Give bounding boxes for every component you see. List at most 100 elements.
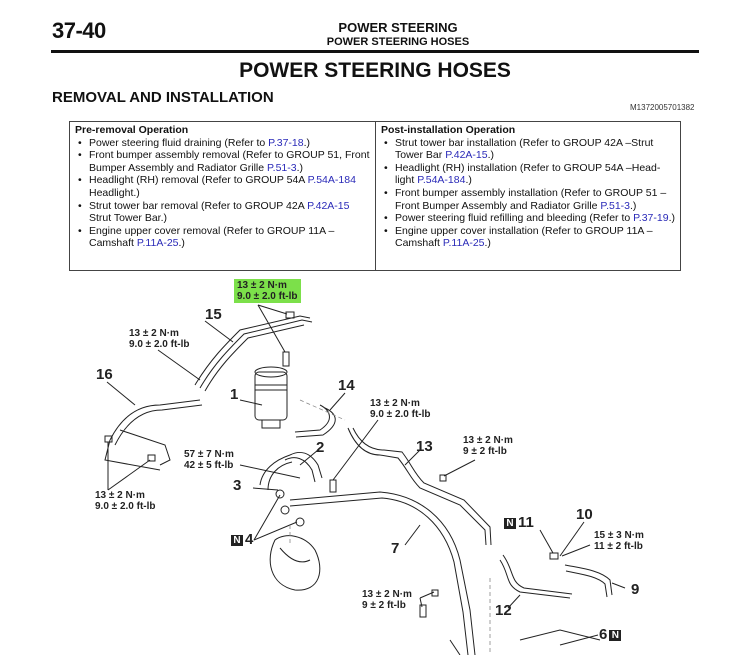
- torque-label-3: 57 ± 7 N·m 42 ± 5 ft-lb: [184, 449, 234, 471]
- torque-ftlb: 9.0 ± 2.0 ft-lb: [95, 501, 156, 512]
- page-title: POWER STEERING HOSES: [239, 59, 511, 82]
- torque-nm: 13 ± 2 N·m: [95, 490, 145, 501]
- pre-removal-item: Strut tower bar removal (Refer to GROUP …: [75, 200, 370, 225]
- torque-ftlb: 9.0 ± 2.0 ft-lb: [370, 409, 431, 420]
- torque-nm: 13 ± 2 N·m: [463, 435, 513, 446]
- page-reference-link[interactable]: P.42A-15: [445, 149, 488, 162]
- torque-label-highlighted: 13 ± 2 N·m 9.0 ± 2.0 ft-lb: [234, 279, 301, 303]
- post-installation-column: Post-installation Operation Strut tower …: [375, 122, 680, 270]
- item-text: Power steering fluid refilling and bleed…: [395, 212, 634, 225]
- page-reference-link[interactable]: P.11A-25: [136, 237, 179, 250]
- hose-12: [499, 559, 571, 599]
- part-number-1: 1: [230, 386, 239, 403]
- new-part-badge: N: [609, 630, 622, 641]
- torque-ftlb: 9 ± 2 ft-lb: [463, 446, 507, 457]
- part-number-text: 11: [518, 514, 534, 531]
- torque-ftlb: 9 ± 2 ft-lb: [362, 600, 406, 611]
- item-text-after: .): [484, 237, 491, 250]
- item-text: Strut tower bar installation (Refer to G…: [395, 136, 654, 162]
- torque-nm: 13 ± 2 N·m: [129, 328, 179, 339]
- page-reference-link[interactable]: P.51-3: [600, 199, 631, 212]
- section-subtitle: REMOVAL AND INSTALLATION: [52, 89, 274, 106]
- new-part-badge: N: [504, 518, 516, 529]
- torque-ftlb: 9.0 ± 2.0 ft-lb: [237, 291, 298, 302]
- post-installation-item: Strut tower bar installation (Refer to G…: [381, 137, 675, 162]
- item-text-after: .): [296, 161, 304, 174]
- hose-2: [289, 452, 323, 479]
- page-reference-link[interactable]: P.37-19: [633, 212, 669, 225]
- torque-nm: 13 ± 2 N·m: [362, 589, 412, 600]
- item-text-after: Strut Tower Bar.): [89, 212, 168, 225]
- page-reference-link[interactable]: P.37-18: [268, 136, 304, 149]
- pre-removal-item: Headlight (RH) removal (Refer to GROUP 5…: [75, 174, 370, 199]
- pre-removal-item: Engine upper cover removal (Refer to GRO…: [75, 225, 370, 250]
- leader-lines: [106, 304, 626, 646]
- part-number-text: 6: [599, 626, 608, 643]
- torque-ftlb: 42 ± 5 ft-lb: [184, 460, 234, 471]
- item-text-after: .): [630, 199, 637, 212]
- post-installation-item: Headlight (RH) installation (Refer to GR…: [381, 162, 675, 187]
- post-installation-item: Front bumper assembly installation (Refe…: [381, 187, 675, 212]
- pre-removal-column: Pre-removal Operation Power steering flu…: [70, 122, 375, 270]
- item-text-after: .): [487, 149, 495, 162]
- torque-nm: 15 ± 3 N·m: [594, 530, 644, 541]
- item-text: Engine upper cover removal (Refer to GRO…: [89, 224, 335, 250]
- hose-9: [564, 564, 613, 596]
- hose-7: [289, 491, 476, 655]
- post-installation-list: Strut tower bar installation (Refer to G…: [381, 137, 675, 250]
- part-number-3: 3: [233, 477, 242, 494]
- torque-nm: 57 ± 7 N·m: [184, 449, 234, 460]
- item-text-after: .): [178, 237, 185, 250]
- item-text: Power steering fluid draining (Refer to: [89, 136, 269, 149]
- item-text-after: .): [465, 174, 472, 187]
- torque-label-10: 15 ± 3 N·m 11 ± 2 ft-lb: [594, 530, 644, 552]
- pre-removal-list: Power steering fluid draining (Refer to …: [75, 137, 370, 250]
- torque-label-16: 13 ± 2 N·m 9.0 ± 2.0 ft-lb: [95, 490, 156, 512]
- torque-ftlb: 9.0 ± 2.0 ft-lb: [129, 339, 190, 350]
- item-text-after: Headlight.): [89, 186, 140, 199]
- part-number-16: 16: [96, 366, 113, 383]
- part-number-10: 10: [576, 506, 593, 523]
- operations-table: Pre-removal Operation Power steering flu…: [69, 121, 681, 271]
- post-installation-item: Engine upper cover installation (Refer t…: [381, 225, 675, 250]
- page-reference-link[interactable]: P.51-3: [267, 161, 297, 174]
- page-number: 37-40: [52, 18, 106, 43]
- item-text: Headlight (RH) installation (Refer to GR…: [395, 161, 661, 187]
- hose-16: [109, 399, 201, 441]
- pump: [269, 535, 321, 591]
- pre-removal-heading: Pre-removal Operation: [75, 124, 189, 136]
- part-number-text: 4: [245, 531, 254, 548]
- part-number-2: 2: [316, 439, 325, 456]
- torque-nm: 13 ± 2 N·m: [370, 398, 420, 409]
- bolts: [104, 311, 559, 618]
- figure-id: M1372005701382: [630, 103, 695, 112]
- item-text-after: .): [303, 136, 311, 149]
- page-reference-link[interactable]: P.42A-15: [307, 199, 350, 212]
- part-number-15: 15: [205, 306, 222, 323]
- header-rule: [51, 50, 699, 53]
- pre-removal-item: Front bumper assembly removal (Refer to …: [75, 149, 370, 174]
- item-text: Front bumper assembly installation (Refe…: [395, 186, 667, 212]
- torque-label-7: 13 ± 2 N·m 9 ± 2 ft-lb: [362, 589, 412, 611]
- torque-ftlb: 11 ± 2 ft-lb: [594, 541, 643, 552]
- part-number-14: 14: [338, 377, 355, 394]
- torque-label-13: 13 ± 2 N·m 9 ± 2 ft-lb: [463, 435, 513, 457]
- post-installation-item: Power steering fluid refilling and bleed…: [381, 212, 675, 225]
- item-text: Headlight (RH) removal (Refer to GROUP 5…: [89, 174, 308, 187]
- part-number-7: 7: [391, 540, 400, 557]
- item-text: Engine upper cover installation (Refer t…: [395, 224, 653, 250]
- page-reference-link[interactable]: P.54A-184: [417, 174, 466, 187]
- new-part-badge: N: [231, 535, 243, 546]
- item-text: Front bumper assembly removal (Refer to …: [89, 149, 370, 174]
- item-text: Strut tower bar removal (Refer to GROUP …: [89, 199, 308, 212]
- hose-14: [294, 404, 330, 433]
- part-number-12: 12: [495, 602, 512, 619]
- part-number-9: 9: [631, 581, 640, 598]
- page-reference-link[interactable]: P.11A-25: [442, 237, 485, 250]
- hose-15: [194, 315, 311, 386]
- page-reference-link[interactable]: P.54A-184: [307, 174, 356, 187]
